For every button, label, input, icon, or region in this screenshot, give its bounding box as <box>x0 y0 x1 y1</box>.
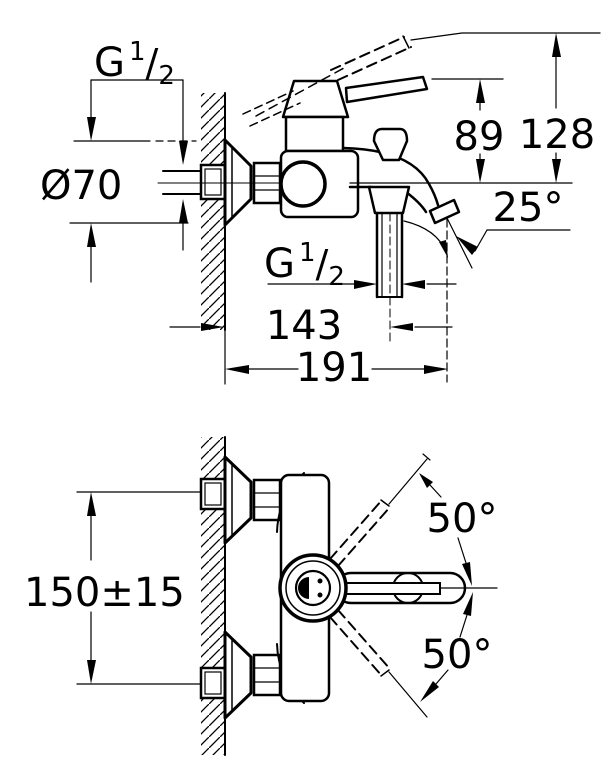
connection-spacing-label: 150±15 <box>24 570 185 616</box>
lever-rod <box>345 582 441 595</box>
cartridge-circle <box>279 160 327 208</box>
spout-to-lever-label: 89 <box>454 114 505 160</box>
hex-nut-upper <box>252 478 282 522</box>
wall-cross-section-side <box>162 92 226 385</box>
escutcheon-diameter-label: Ø70 <box>40 163 122 209</box>
dim-escutcheon-diameter: Ø70 <box>40 140 197 283</box>
aerator <box>428 198 461 225</box>
dim-lever-swing-upper: 50° <box>419 473 497 586</box>
dim-spout-to-lever: 89 <box>454 79 505 183</box>
diverter-knob <box>372 127 409 162</box>
lever-swing-lower-label: 50° <box>422 632 493 678</box>
lever-front <box>278 553 498 623</box>
temp-indicator <box>298 577 309 599</box>
escutcheon-lower <box>223 630 253 720</box>
pivot-ring <box>285 560 341 616</box>
spout <box>341 146 440 207</box>
lever-swing-upper-label: 50° <box>427 496 498 542</box>
pivot-outer-circle <box>278 553 348 623</box>
lever-side <box>344 75 429 104</box>
spout-angle-label: 25° <box>493 185 564 231</box>
mixer-body-side <box>157 67 461 342</box>
pivot-inner-circle <box>294 569 332 607</box>
dim-wall-to-outlet: 143 <box>169 303 453 349</box>
cartridge-dome <box>281 79 350 119</box>
raised-lever-dashed <box>330 35 412 81</box>
wall-to-spout-tip-label: 191 <box>296 345 372 391</box>
escutcheons-front <box>223 455 282 720</box>
dim-connection-spacing: 150±15 <box>24 491 201 685</box>
dim-spout-angle: 25° <box>403 185 571 383</box>
spout-to-raised-lever-label: 128 <box>519 112 595 158</box>
escutcheon-upper <box>223 455 253 545</box>
lever-swing-dashed <box>329 453 431 718</box>
height-reference-lines <box>349 32 601 184</box>
wall-to-outlet-label: 143 <box>266 303 342 349</box>
dim-wall-to-spout-tip: 191 <box>225 345 448 391</box>
dim-spout-to-raised-lever: 128 <box>519 33 595 183</box>
dim-lever-swing-lower: 50° <box>420 592 492 702</box>
shower-outlet-flange <box>367 185 411 215</box>
front-view: 150±15 50° 50° <box>24 436 498 756</box>
hex-nut-lower <box>252 653 282 697</box>
